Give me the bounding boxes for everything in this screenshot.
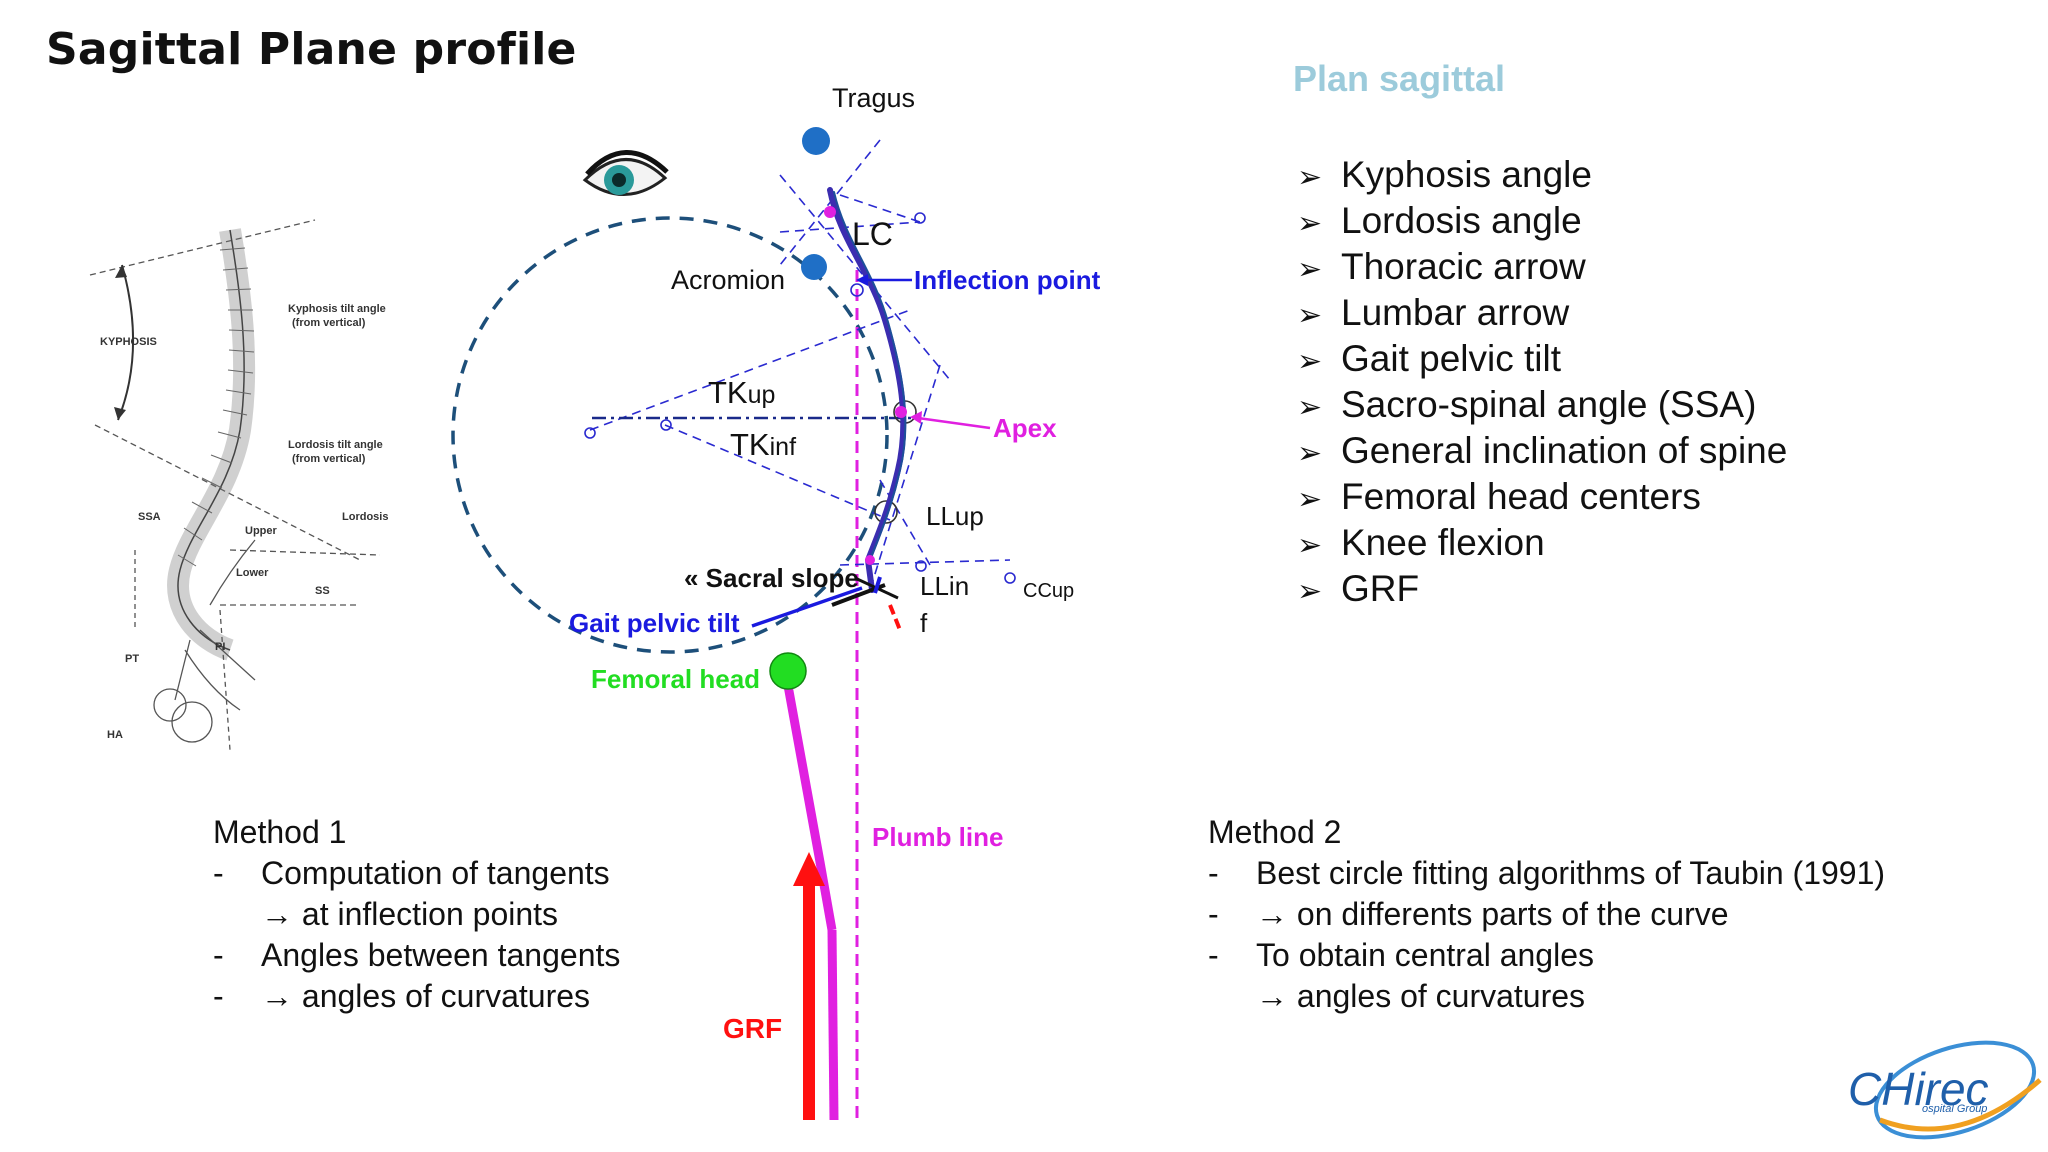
acromion-marker [801,254,827,280]
label-plumb-line: Plumb line [872,822,1003,852]
parameter-label: Knee flexion [1341,522,1545,563]
tragus-marker [802,127,830,155]
arrow-bullet-icon: ➢ [1297,345,1323,378]
ref-label-kyphosis-tilt: Kyphosis tilt angle [288,303,386,315]
arrow-bullet-icon: ➢ [1297,483,1323,516]
method-1-title: Method 1 [213,814,347,850]
arrow-bullet-icon: ➢ [1297,207,1323,240]
label-acromion: Acromion [671,265,785,295]
label-ll-up: LLup [926,501,984,531]
ref-label-lower: Lower [236,567,269,579]
parameters-list: ➢ Kyphosis angle ➢ Lordosis angle ➢ Thoracic … [1297,152,1787,612]
method-2-title: Method 2 [1208,814,1342,850]
label-cc-up: CCup [1023,580,1074,602]
reference-spine-figure: KYPHOSIS Kyphosis tilt angle (from verti… [89,219,388,751]
arrow-bullet-icon: ➢ [1297,529,1323,562]
chirec-logo: CHirec ospital Group [1848,1040,2042,1140]
ref-label-lordosis-tilt-2: (from vertical) [292,453,366,465]
label-tragus: Tragus [832,83,915,113]
parameter-item: ➢ Gait pelvic tilt [1297,336,1787,382]
parameter-label: Lumbar arrow [1341,292,1570,333]
label-inflection-point: Inflection point [914,265,1101,295]
slide-title: Sagittal Plane profile [46,24,577,75]
label-grf: GRF [723,1013,782,1044]
ref-label-kyphosis-tilt-2: (from vertical) [292,317,366,329]
ref-label-kyphosis: KYPHOSIS [100,336,157,348]
parameter-label: Thoracic arrow [1341,246,1586,287]
label-ll-inf: LLin [920,571,969,601]
parameter-item: ➢ Lumbar arrow [1297,290,1787,336]
grf-arrow [793,852,825,1120]
parameter-label: Sacro-spinal angle (SSA) [1341,384,1757,425]
spine-curve [827,187,907,593]
parameters-title: Plan sagittal [1293,58,1506,99]
femur-line [782,675,825,867]
parameter-label: GRF [1341,568,1420,609]
sacral-slope-marker [831,576,902,631]
parameter-item: ➢ Femoral head centers [1297,474,1787,520]
label-apex: Apex [993,413,1057,443]
arrow-bullet-icon: ➢ [1297,391,1323,424]
parameter-item: ➢ Kyphosis angle [1297,152,1787,198]
method-1-line-3: Angles between tangents [261,937,621,973]
method-1-line-4: → angles of curvatures [261,978,591,1014]
spine-landmarks [824,206,907,565]
method-1-line-2: → at inflection points [261,896,559,932]
label-tk-up: TKup [708,375,775,410]
parameter-label: Femoral head centers [1341,476,1701,517]
label-tk-inf: TKinf [730,427,796,462]
parameter-item: ➢ Thoracic arrow [1297,244,1787,290]
ref-label-ssa: SSA [138,511,161,523]
parameter-item: ➢ General inclination of spine [1297,428,1787,474]
ref-label-upper: Upper [245,525,278,537]
ref-label-pi: PI [215,641,225,653]
parameter-label: General inclination of spine [1341,430,1788,471]
parameter-label: Lordosis angle [1341,200,1582,241]
arrow-bullet-icon: ➢ [1297,575,1323,608]
arrow-bullet-icon: ➢ [1297,253,1323,286]
ref-label-ha: HA [107,729,123,741]
logo-subtext: ospital Group [1922,1103,1987,1115]
method-1-line-1: Computation of tangents [261,855,610,891]
label-lc: LC [852,216,893,252]
fitting-circle [451,216,889,654]
label-femoral-head: Femoral head [591,664,760,694]
method-1-block: Method 1 -Computation of tangents → at i… [213,814,621,1014]
eye-icon [582,150,669,196]
parameter-item: ➢ Lordosis angle [1297,198,1787,244]
gait-pelvic-tilt-line [751,586,863,628]
ref-label-lordosis: Lordosis [342,511,388,523]
ref-label-lordosis-tilt: Lordosis tilt angle [288,439,383,451]
method-2-line-1: Best circle fitting algorithms of Taubin… [1256,855,1886,891]
arrow-bullet-icon: ➢ [1297,299,1323,332]
method-2-line-4: → angles of curvatures [1256,978,1586,1014]
femoral-head-marker [769,652,807,690]
tibia-line [827,929,839,1121]
parameter-label: Kyphosis angle [1341,154,1592,195]
label-gait-pelvic-tilt: Gait pelvic tilt [569,608,740,638]
arrow-bullet-icon: ➢ [1297,161,1323,194]
arrow-bullet-icon: ➢ [1297,437,1323,470]
label-ll-inf-line2: f [920,608,928,638]
inflection-point-arrow [856,274,912,286]
ref-label-pt: PT [125,653,139,665]
label-sacral-slope: « Sacral slope [684,563,859,593]
method-2-line-2: → on differents parts of the curve [1256,896,1729,932]
parameter-item: ➢ Knee flexion [1297,520,1787,566]
logo-text: CHirec [1848,1063,1989,1115]
apex-arrow [910,411,991,430]
ref-label-ss: SS [315,585,330,597]
method-2-line-3: To obtain central angles [1256,937,1594,973]
method-2-block: Method 2 -Best circle fitting algorithms… [1208,814,1886,1014]
parameter-item: ➢ GRF [1297,566,1787,612]
parameter-label: Gait pelvic tilt [1341,338,1562,379]
parameter-item: ➢ Sacro-spinal angle (SSA) [1297,382,1787,428]
